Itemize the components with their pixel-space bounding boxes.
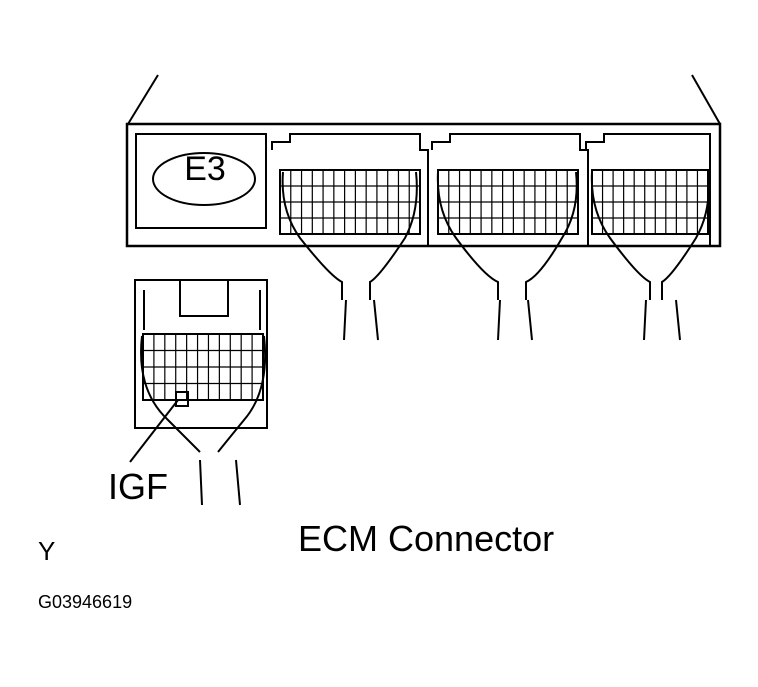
diagram-caption: ECM Connector (298, 518, 555, 559)
pin-label-igf: IGF (108, 466, 168, 507)
igf-leader-line (129, 399, 179, 463)
corner-letter: Y (38, 536, 56, 566)
harness-connector (129, 279, 268, 506)
ecm-socket-3 (585, 133, 711, 341)
ecm-socket-2 (431, 133, 589, 341)
connector-badge-label: E3 (184, 150, 226, 188)
figure-code: G03946619 (38, 592, 133, 612)
ecm-housing (125, 74, 722, 248)
ecm-socket-1 (271, 133, 429, 341)
